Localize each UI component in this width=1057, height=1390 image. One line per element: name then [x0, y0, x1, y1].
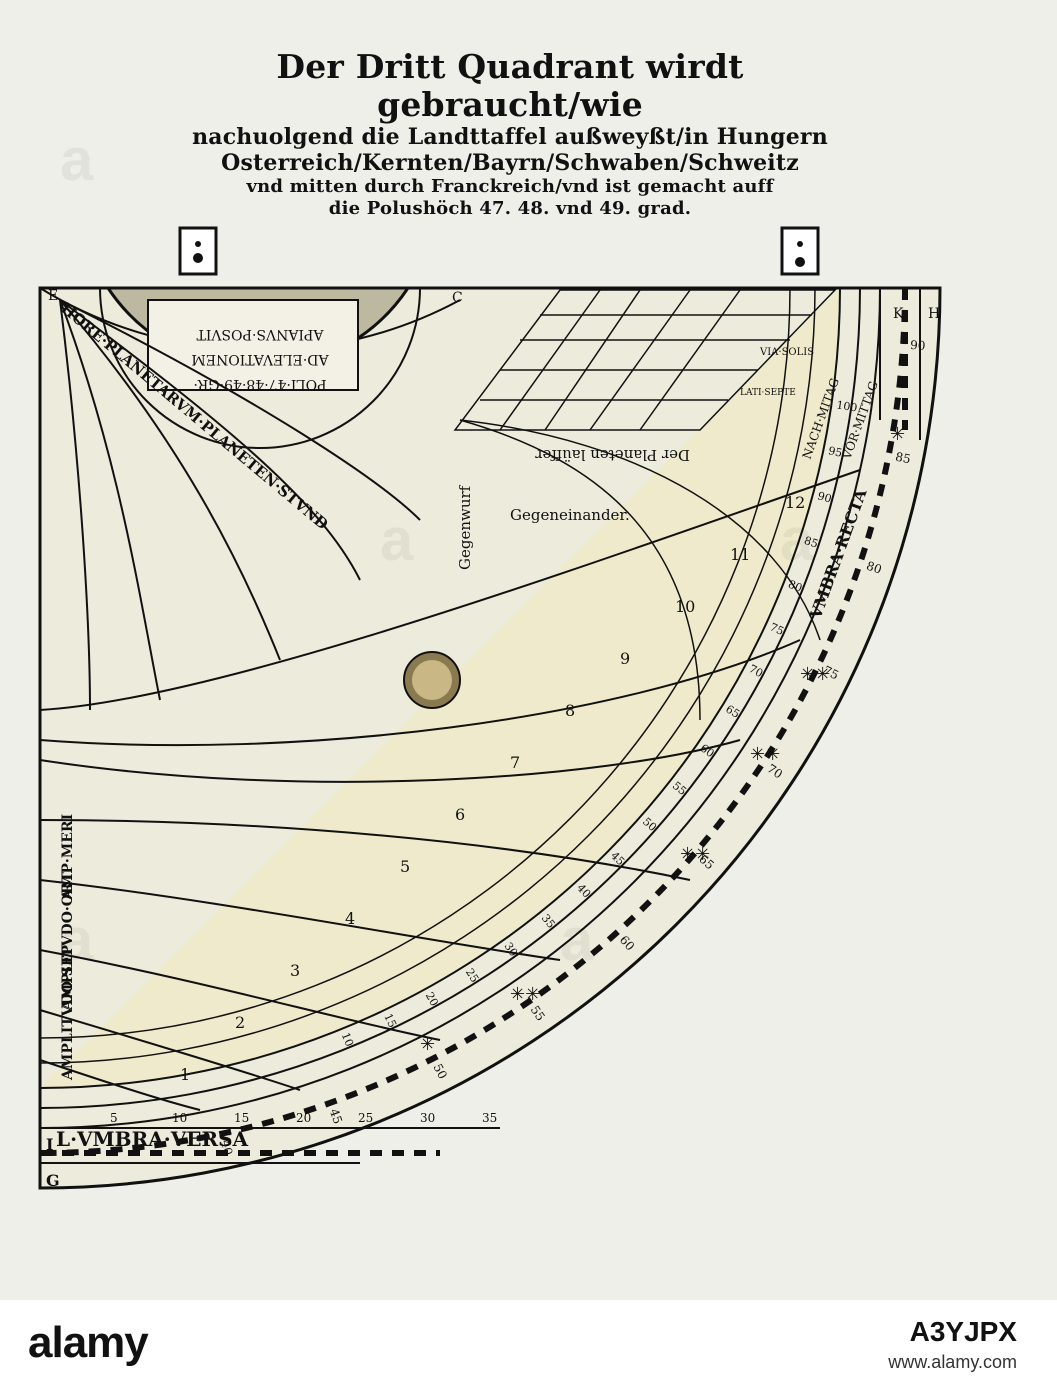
corner-h: H [928, 306, 940, 322]
amp-meri-label: AMP·MERI [60, 814, 76, 901]
quadrant-diagram: ✳✳✳✳ ✳✳✳✳ ✳✳ APIANVS·POSVIT AD·ELEVATION… [38, 226, 942, 1190]
hour-number: 4 [345, 909, 355, 928]
outer-scale-number: 80 [865, 559, 884, 577]
quadrant-frame [38, 286, 942, 1190]
lat-sept-label: LATI·SEPTE [740, 388, 796, 398]
inner-scale-number: 10 [339, 1031, 356, 1049]
cartouche-tablet [147, 299, 359, 391]
bottom-scale-number: 25 [358, 1111, 373, 1125]
bottom-scale-number: 30 [420, 1111, 435, 1125]
amplitudo-ort-label: AMPLITVDO·ORT [60, 872, 76, 1011]
planeten-label: Der Planeten laüffer [535, 446, 690, 464]
heading-line-2: nachuolgend die Landttaffel außweyßt/in … [192, 124, 828, 150]
hour-number: 5 [400, 857, 410, 876]
gegeneinander-label: Gegeneinander. [510, 506, 630, 524]
hour-number: 12 [785, 493, 805, 512]
bottom-scale-number: 35 [482, 1111, 497, 1125]
heading-line-1: Der Dritt Quadrant wirdt gebraucht/wie [276, 47, 744, 124]
scale-ring-4 [39, 287, 791, 1039]
inner-scale-number: 75 [768, 620, 786, 638]
footer-bar: alamy A3YJPX www.alamy.com [0, 1300, 1057, 1390]
bottom-scale-numbers: 5 10 15 20 25 30 35 [110, 1111, 497, 1125]
bottom-scale-number: 20 [296, 1111, 311, 1125]
inner-scale-number: 65 [723, 702, 742, 720]
inner-scale-number: 80 [786, 578, 804, 595]
hour-number: 7 [510, 753, 520, 772]
outer-scale-number: 45 [327, 1107, 345, 1126]
inner-scale-number: 25 [463, 966, 481, 985]
bottom-scale-number: 5 [110, 1111, 118, 1125]
hour-number: 11 [730, 545, 750, 564]
scale-ring-2 [39, 287, 861, 1109]
corner-e: E [48, 288, 58, 304]
svg-text:✳✳: ✳✳ [750, 744, 780, 765]
outer-scale-number: 85 [894, 450, 912, 467]
scale-ring-1 [39, 287, 881, 1129]
svg-text:✳: ✳ [420, 1034, 435, 1055]
cartouche-line-3: POLI·47·48·49·GR· [193, 376, 326, 392]
corner-g: G [46, 1171, 60, 1190]
hour-number: 10 [675, 597, 695, 616]
inner-scale-number: 20 [423, 990, 441, 1009]
corner-k: K [893, 306, 904, 322]
scanned-page: Der Dritt Quadrant wirdt gebraucht/wie n… [38, 47, 942, 1190]
svg-text:✳✳: ✳✳ [510, 984, 540, 1005]
svg-text:✳✳: ✳✳ [680, 844, 710, 865]
outer-scale-number: 40 [218, 1139, 235, 1157]
heading-line-4: vnd mitten durch Franckreich/vnd ist gem… [246, 176, 774, 197]
umbra-versa-label: L·VMBRA·VERSA [56, 1127, 249, 1151]
inner-scale-number: 95 [827, 444, 843, 460]
bottom-scale-number: 10 [172, 1111, 187, 1125]
heading-line-5: die Polushöch 47. 48. vnd 49. grad. [328, 198, 692, 219]
sight-vane-left [178, 226, 218, 276]
hour-number: 8 [565, 701, 575, 720]
planet-table-grid [453, 289, 837, 431]
amplitudo-occ-label: AMPLITVDO·SEP [60, 944, 76, 1081]
hour-number: 2 [235, 1013, 245, 1032]
bottom-scale-number: 15 [234, 1111, 249, 1125]
inner-scale-number: 100 [836, 398, 859, 414]
gegenwurf-label: Gegenwurf [456, 484, 474, 570]
svg-text:✳: ✳ [890, 424, 905, 445]
corner-i: I [46, 1135, 53, 1154]
svg-text:✳✳: ✳✳ [800, 664, 830, 685]
cartouche-line-2: AD·ELEVATIONEM [191, 351, 329, 367]
outer-scale-number: 90 [910, 338, 926, 353]
inner-scale-number: 15 [381, 1012, 399, 1030]
image-id: A3YJPX [909, 1316, 1017, 1347]
hour-number: 3 [290, 961, 300, 980]
scale-ring-3 [39, 287, 816, 1064]
page-heading: Der Dritt Quadrant wirdt gebraucht/wie n… [160, 48, 860, 220]
hour-number: 1 [180, 1065, 190, 1084]
site-url: www.alamy.com [888, 1352, 1017, 1372]
heading-line-3: Osterreich/Kernten/Bayrn/Schwaben/Schwei… [221, 150, 799, 176]
outer-scale-number: 50 [430, 1061, 449, 1081]
hour-number: 6 [455, 805, 465, 824]
outer-scale-number: 75 [821, 663, 841, 682]
inner-scale-number: 70 [747, 662, 765, 680]
via-solis-label: VIA·SOLIS [759, 347, 814, 358]
cartouche-line-1: APIANVS·POSVIT [196, 326, 325, 342]
inner-scale-number: 90 [816, 489, 833, 505]
footer-strip: alamy A3YJPX www.alamy.com [0, 1300, 1057, 1390]
star-markers: ✳✳✳✳ ✳✳✳✳ ✳✳ [420, 424, 905, 1055]
corner-c: C [452, 290, 463, 306]
sight-vane-right [780, 226, 820, 276]
inner-scale-number: 85 [802, 534, 819, 551]
hour-number: 9 [620, 649, 630, 668]
alamy-logo: alamy [28, 1318, 149, 1367]
